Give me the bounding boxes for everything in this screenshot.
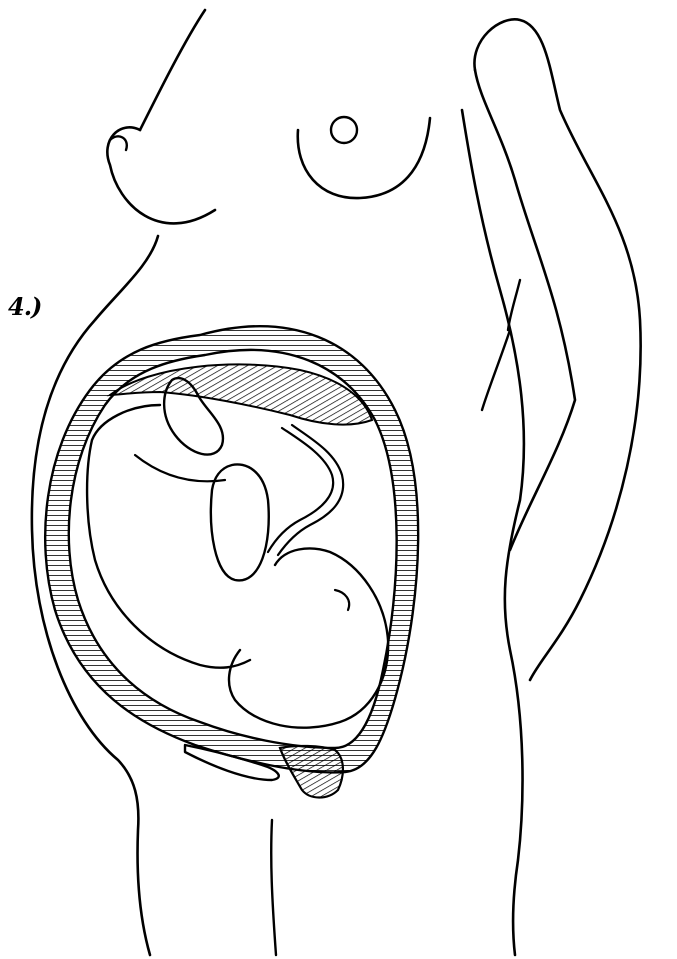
body-back-outline	[140, 10, 205, 130]
breast-front-outline	[298, 118, 430, 198]
fetus-thigh	[211, 464, 269, 580]
thigh-divider	[271, 820, 276, 955]
arm-inner-outline	[475, 70, 575, 550]
nipple-profile	[110, 136, 127, 150]
cervix	[280, 746, 343, 798]
breast-profile-outline	[107, 127, 215, 223]
fetus-ear	[335, 590, 349, 610]
arm-outer-outline	[474, 19, 640, 680]
figure-label: 4.)	[8, 292, 41, 321]
fetus-arm-line	[135, 455, 225, 481]
nipple-front	[331, 117, 357, 143]
body-side-outline	[462, 110, 524, 955]
umbilical-cord	[268, 425, 343, 555]
fetus-body	[87, 405, 250, 668]
